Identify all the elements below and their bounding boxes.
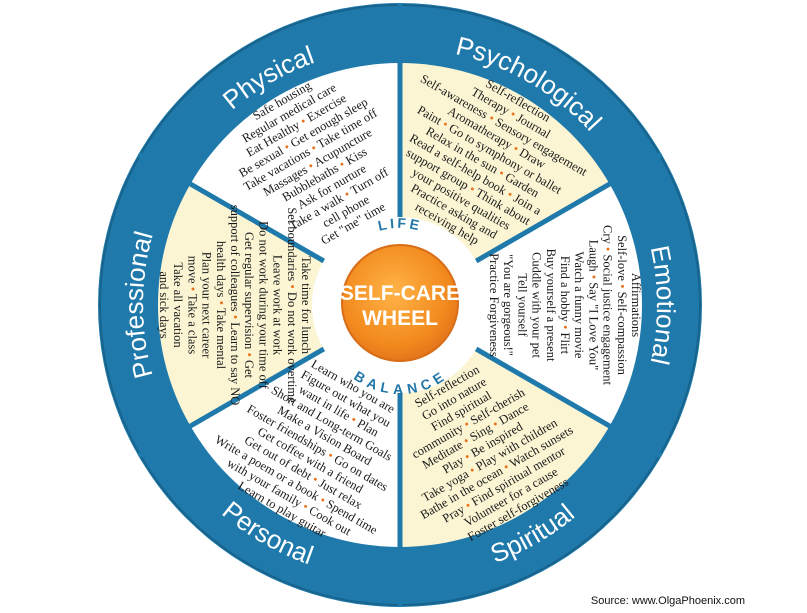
segment-item: Laugh • Say "I Love You" [586,240,600,371]
segment-item: Take all vacation [171,262,185,348]
segment-item: health days • Take mental [214,241,228,370]
segment-item: "You are gorgeous!" [501,254,515,356]
segment-item: Find a hobby • Flirt [558,256,572,355]
segment-professional [158,184,400,426]
segment-item: Set boundaries • Do not work overtime [285,207,299,403]
segment-emotional [400,184,642,426]
segment-item: Practice Forgiveness [487,253,501,357]
source-credit: Source: www.OlgaPhoenix.com [590,595,745,607]
segment-item: Affirmations [629,273,643,337]
segment-item: Cuddle with your pet [530,252,544,358]
segment-item: Buy yourself a present [544,249,558,362]
segment-item: Get regular supervision • Get [242,232,256,379]
segment-item: and sick days [157,271,171,338]
segment-item: Leave work at work [271,255,285,356]
segment-item: Plan your next career [200,252,214,359]
segment-item: Self-love • Self-compassion [615,235,629,376]
center-title-line2: WHEEL [362,307,438,330]
segment-item: Cry • Social justice engagement [601,225,615,385]
segment-item: Take time for lunch [299,256,313,355]
segment-item: move • Take a class [185,256,199,355]
center-orange-disc [341,244,459,362]
segment-item: Watch a funny movie [572,252,586,359]
center-title-line1: SELF-CARE [340,282,460,305]
segment-item: support of colleagues • Learn to say NO [228,205,242,406]
segment-item: Tell yourself [515,273,529,337]
segment-item: Do not work during your time off [256,221,270,390]
